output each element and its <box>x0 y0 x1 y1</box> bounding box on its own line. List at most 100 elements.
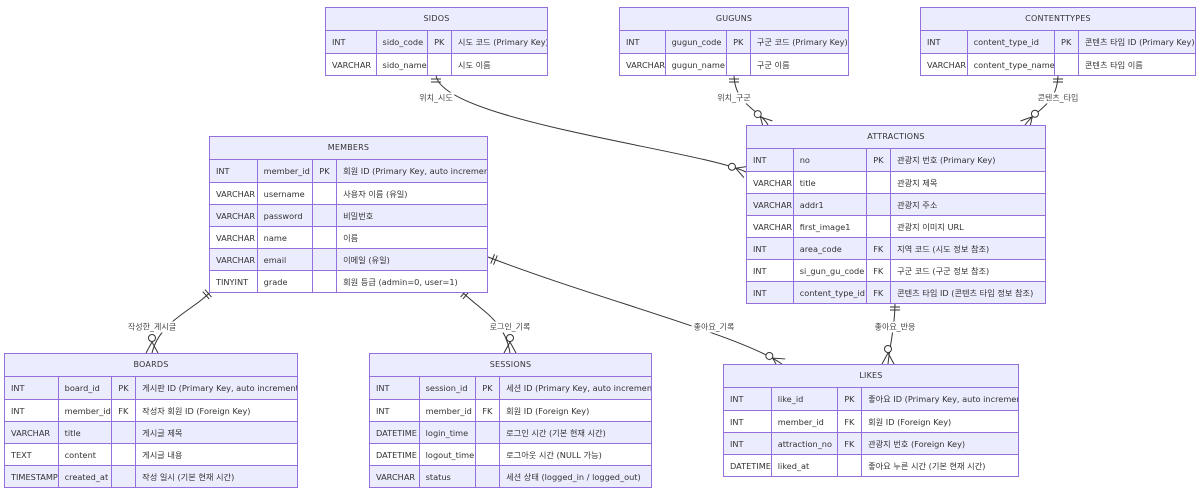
col-comment: 게시판 ID (Primary Key, auto increment) <box>135 377 297 399</box>
col-comment: 콘텐츠 타입 ID (Primary Key) <box>1077 31 1195 53</box>
col-name: si_gun_gu_code <box>792 260 867 281</box>
many-marker <box>1030 109 1039 118</box>
rel-label-likes-attraction: 좋아요_반응 <box>872 321 918 333</box>
col-key <box>111 422 135 443</box>
col-comment: 구군 코드 (구군 정보 참조) <box>890 260 1045 281</box>
col-comment: 세션 ID (Primary Key, auto increment) <box>499 377 651 399</box>
many-marker <box>887 352 895 365</box>
entity-title: ATTRACTIONS <box>747 126 1045 149</box>
col-key <box>475 466 499 487</box>
many-marker <box>881 352 889 365</box>
col-comment: 관광지 번호 (Primary Key) <box>890 149 1045 171</box>
col-type: VARCHAR <box>332 60 372 70</box>
col-key <box>111 444 135 465</box>
col-key <box>1054 54 1078 75</box>
col-key: PK <box>726 31 750 53</box>
col-type: INT <box>753 244 767 254</box>
col-type: VARCHAR <box>753 222 793 232</box>
col-name: content <box>57 444 112 465</box>
col-key <box>866 172 890 193</box>
col-type: DATETIME <box>730 461 771 471</box>
col-type: TIMESTAMP <box>11 472 58 482</box>
col-key <box>475 422 499 443</box>
many-marker <box>506 334 514 342</box>
col-comment: 로그인 시간 (기본 현재 시간) <box>499 422 651 443</box>
col-type: VARCHAR <box>753 200 793 210</box>
col-type: VARCHAR <box>753 178 793 188</box>
col-comment: 시도 코드 (Primary Key) <box>450 31 547 53</box>
col-type: VARCHAR <box>216 189 256 199</box>
col-name: status <box>418 466 476 487</box>
col-comment: 시도 이름 <box>450 54 547 75</box>
connector-likes-attraction <box>887 301 896 365</box>
col-name: addr1 <box>792 194 867 215</box>
entity-title: MEMBERS <box>210 137 487 160</box>
entity-title: GUGUNS <box>620 8 848 31</box>
col-comment: 회원 ID (Primary Key, auto increment) <box>336 160 487 182</box>
col-comment: 게시글 제목 <box>135 422 297 443</box>
col-key <box>312 183 336 204</box>
col-name: content_type_name <box>966 54 1054 75</box>
col-key: FK <box>111 400 135 421</box>
one-marker <box>202 291 210 300</box>
col-key: PK <box>837 388 861 410</box>
col-name: sido_name <box>375 54 428 75</box>
rel-label-contenttype: 콘텐츠_타입 <box>1035 92 1081 104</box>
rel-label-likes-member: 좋아요_기록 <box>691 321 737 333</box>
col-type: DATETIME <box>376 450 417 460</box>
one-marker <box>204 289 212 298</box>
col-comment: 회원 ID (Foreign Key) <box>499 400 651 421</box>
col-comment: 이름 <box>336 227 487 248</box>
col-type: INT <box>927 37 941 47</box>
col-key: PK <box>866 149 890 171</box>
many-marker <box>1020 116 1033 122</box>
many-marker <box>503 341 511 354</box>
col-name: title <box>57 422 112 443</box>
col-name: board_id <box>57 377 112 399</box>
col-comment: 세션 상태 (logged_in / logged_out) <box>499 466 651 487</box>
col-type: INT <box>376 383 390 393</box>
col-name: area_code <box>792 238 867 259</box>
col-name: gugun_code <box>664 31 726 53</box>
col-name: like_id <box>770 388 838 410</box>
col-type: INT <box>730 417 744 427</box>
col-comment: 사용자 이름 (유일) <box>336 183 487 204</box>
col-type: INT <box>11 383 25 393</box>
entity-title: BOARDS <box>5 354 297 377</box>
col-key <box>866 194 890 215</box>
col-comment: 관광지 주소 <box>890 194 1045 215</box>
many-marker <box>148 334 156 342</box>
col-name: title <box>792 172 867 193</box>
col-comment: 비밀번호 <box>336 205 487 226</box>
rel-label-sessions: 로그인_기록 <box>487 321 533 333</box>
col-key: FK <box>866 282 890 303</box>
col-comment: 콘텐츠 타입 이름 <box>1077 54 1195 75</box>
